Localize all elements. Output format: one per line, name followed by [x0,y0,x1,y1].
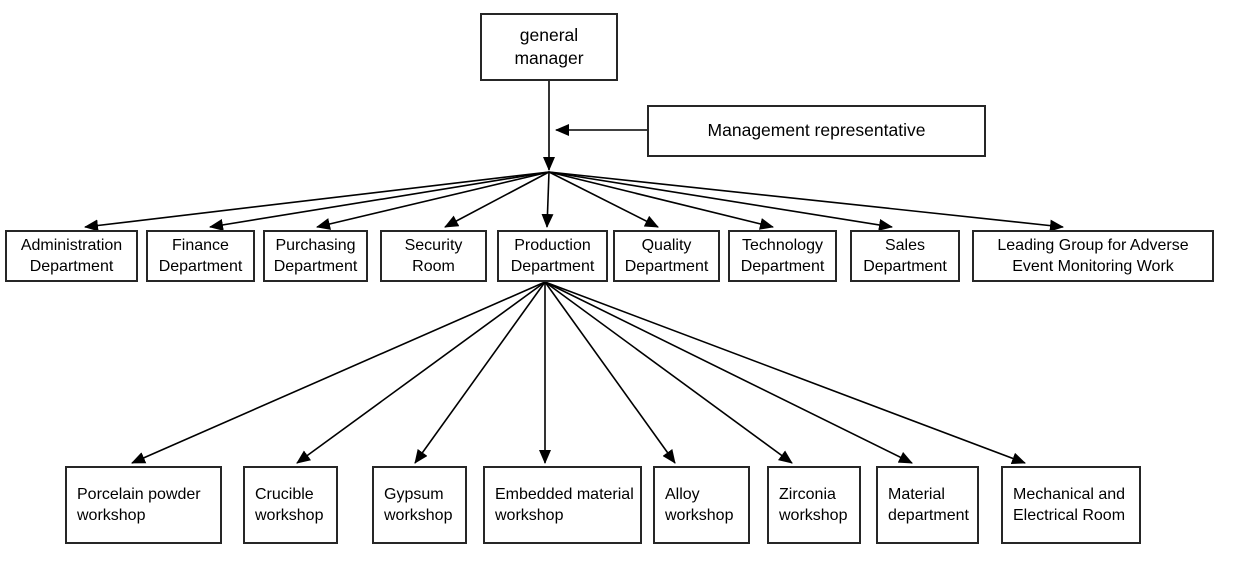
node-quality-department: Quality Department [613,230,720,282]
node-material-department: Material department [876,466,979,544]
node-general-manager: general manager [480,13,618,81]
node-management-representative: Management representative [647,105,986,157]
node-sales-department: Sales Department [850,230,960,282]
node-zirconia-workshop: Zirconia workshop [767,466,861,544]
node-technology-department: Technology Department [728,230,837,282]
node-mechanical-electrical-room: Mechanical and Electrical Room [1001,466,1141,544]
node-porcelain-powder-workshop: Porcelain powder workshop [65,466,222,544]
node-gypsum-workshop: Gypsum workshop [372,466,467,544]
node-adverse-event-group: Leading Group for Adverse Event Monitori… [972,230,1214,282]
node-alloy-workshop: Alloy workshop [653,466,750,544]
node-crucible-workshop: Crucible workshop [243,466,338,544]
node-finance-department: Finance Department [146,230,255,282]
node-production-department: Production Department [497,230,608,282]
node-embedded-material-workshop: Embedded material workshop [483,466,642,544]
node-purchasing-department: Purchasing Department [263,230,368,282]
node-security-room: Security Room [380,230,487,282]
node-administration-department: Administration Department [5,230,138,282]
